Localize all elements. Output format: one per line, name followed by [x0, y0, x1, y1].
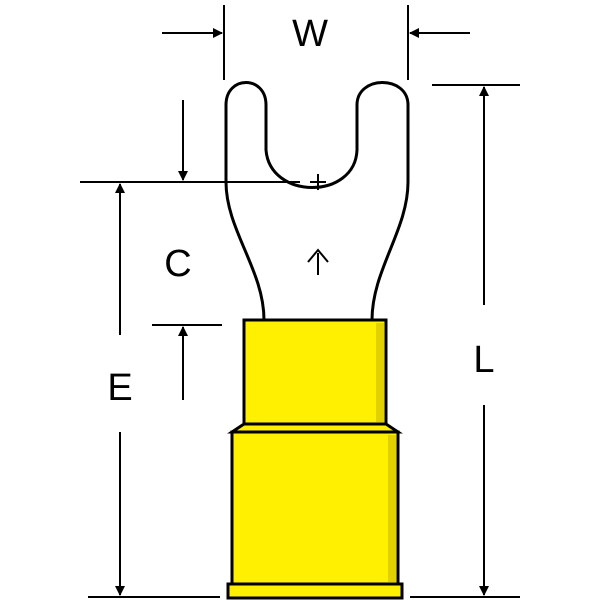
- w-dimension: W: [162, 5, 470, 80]
- up-arrow-icon: [307, 248, 329, 275]
- insulation-base: [226, 582, 404, 600]
- insulation-shadow-lower: [388, 435, 396, 582]
- insulation-upper: [242, 318, 388, 426]
- insulation-shadow: [376, 323, 384, 422]
- spade-fork: [224, 81, 410, 322]
- w-label: W: [292, 13, 328, 55]
- center-cross: [310, 174, 326, 190]
- insulation-lower: [230, 430, 400, 586]
- l-label: L: [473, 339, 494, 381]
- e-label: E: [107, 367, 132, 409]
- c-dimension: C: [80, 100, 300, 400]
- c-label: C: [164, 243, 191, 285]
- l-dimension: L: [410, 84, 520, 598]
- e-dimension: E: [88, 183, 220, 598]
